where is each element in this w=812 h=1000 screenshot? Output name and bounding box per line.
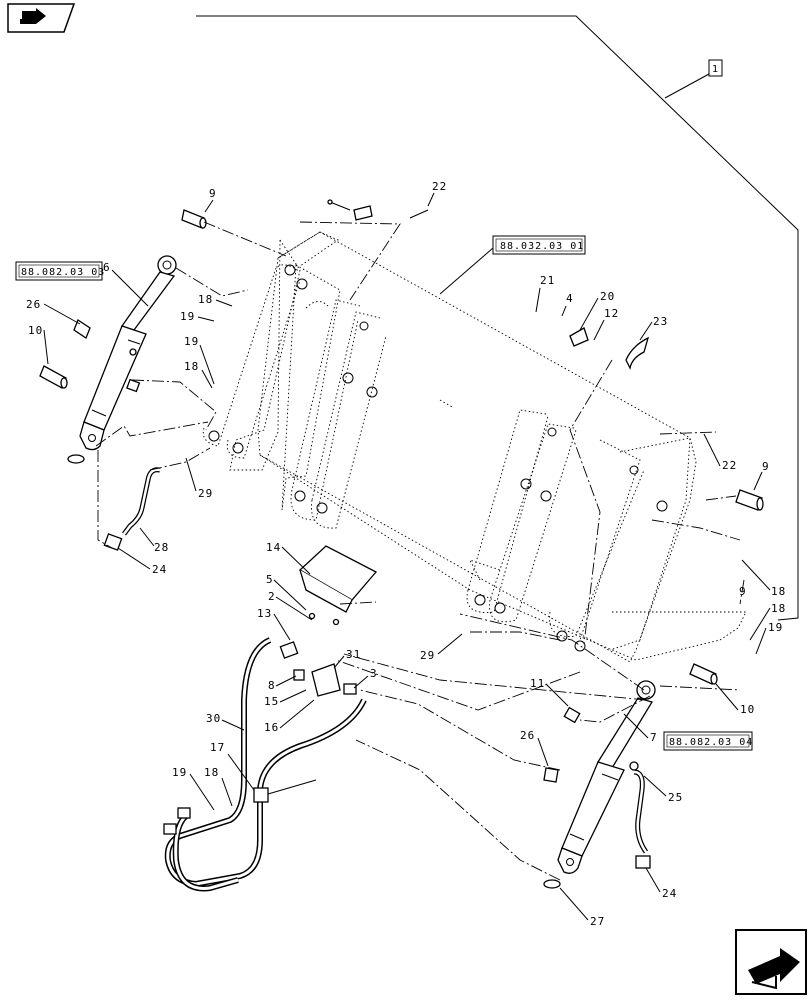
callout-11: 11 [530, 677, 545, 690]
callout-12: 12 [604, 307, 619, 320]
callout-23: 23 [653, 315, 668, 328]
clip-26-right [543, 767, 559, 783]
callout-6: 6 [103, 261, 111, 274]
callout-19-b: 19 [184, 335, 199, 348]
callout-18-a: 18 [198, 293, 213, 306]
callout-22-right: 22 [722, 459, 737, 472]
top-bracket [327, 199, 429, 221]
callout-13: 13 [257, 607, 272, 620]
hose-30 [163, 637, 367, 892]
callout-17: 17 [210, 741, 225, 754]
callout-26-right: 26 [520, 729, 535, 742]
right-cylinder-ref-callout: 88.082.03 04 [663, 731, 753, 751]
callout-24-right: 24 [662, 887, 677, 900]
callout-28: 28 [154, 541, 169, 554]
fitting-24-right [635, 855, 651, 869]
valve-block [279, 612, 357, 697]
callout-19-d: 19 [172, 766, 187, 779]
clip-20 [569, 327, 589, 347]
callout-29-left: 29 [198, 487, 213, 500]
ref-cylinder-left: 88.082.03 03 [21, 267, 105, 278]
callout-10-right: 10 [740, 703, 755, 716]
next-page-icon[interactable] [735, 929, 807, 995]
callout-22-top: 22 [432, 180, 447, 193]
callout-18-c: 18 [771, 585, 786, 598]
bucket-ref-callout: 88.032.03 01 [439, 235, 586, 295]
callout-30: 30 [206, 712, 221, 725]
assembly-leader-line [196, 15, 799, 621]
tube-28 [122, 467, 161, 536]
ref-bucket: 88.032.03 01 [500, 241, 584, 252]
pin-10-left [39, 365, 68, 389]
shim-23 [625, 336, 650, 370]
callout-15: 15 [264, 695, 279, 708]
callout-3: 3 [370, 667, 378, 680]
pin-9-top [181, 209, 207, 229]
callout-18-b: 18 [184, 360, 199, 373]
pin-9-right [735, 489, 764, 511]
callout-14: 14 [266, 541, 281, 554]
callout-20: 20 [600, 290, 615, 303]
callout-18-e: 18 [204, 766, 219, 779]
callout-31: 31 [346, 648, 361, 661]
callout-4: 4 [566, 292, 574, 305]
callout-7: 7 [650, 731, 658, 744]
callout-19-c: 19 [768, 621, 783, 634]
callout-1: 1 [712, 64, 719, 75]
callout-10-left: 10 [28, 324, 43, 337]
assembly-callout-box: 1 [664, 59, 723, 99]
callout-16: 16 [264, 721, 279, 734]
callout-5: 5 [266, 573, 274, 586]
previous-page-icon[interactable] [7, 3, 76, 33]
callout-2: 2 [268, 590, 276, 603]
callout-9-top: 9 [209, 187, 217, 200]
callout-26-left: 26 [26, 298, 41, 311]
left-cylinder-ref-callout: 88.082.03 03 [15, 261, 105, 281]
right-hydraulic-cylinder [557, 680, 656, 874]
fitting-11 [563, 706, 581, 724]
loader-bucket [202, 231, 747, 663]
assembly-lines [95, 221, 745, 881]
pin-10-right [689, 663, 718, 685]
washer-27 [67, 454, 561, 889]
clip-26-left [73, 319, 91, 339]
callout-18-d: 18 [771, 602, 786, 615]
callout-21: 21 [540, 274, 555, 287]
callout-25: 25 [668, 791, 683, 804]
callout-29-right: 29 [420, 649, 435, 662]
tube-25 [633, 769, 649, 854]
fitting-24-left [103, 533, 123, 551]
callout-9-c: 9 [739, 585, 747, 598]
left-hydraulic-cylinder [79, 255, 177, 451]
callout-labels: 9 22 6 26 10 18 19 19 18 29 28 24 21 20 … [26, 180, 786, 928]
callout-27: 27 [590, 915, 605, 928]
callout-9-right: 9 [762, 460, 770, 473]
cover-plate-14 [298, 545, 378, 613]
ref-cylinder-right: 88.082.03 04 [669, 737, 753, 748]
callout-19-a: 19 [180, 310, 195, 323]
callout-24-left: 24 [152, 563, 167, 576]
callout-8: 8 [268, 679, 276, 692]
